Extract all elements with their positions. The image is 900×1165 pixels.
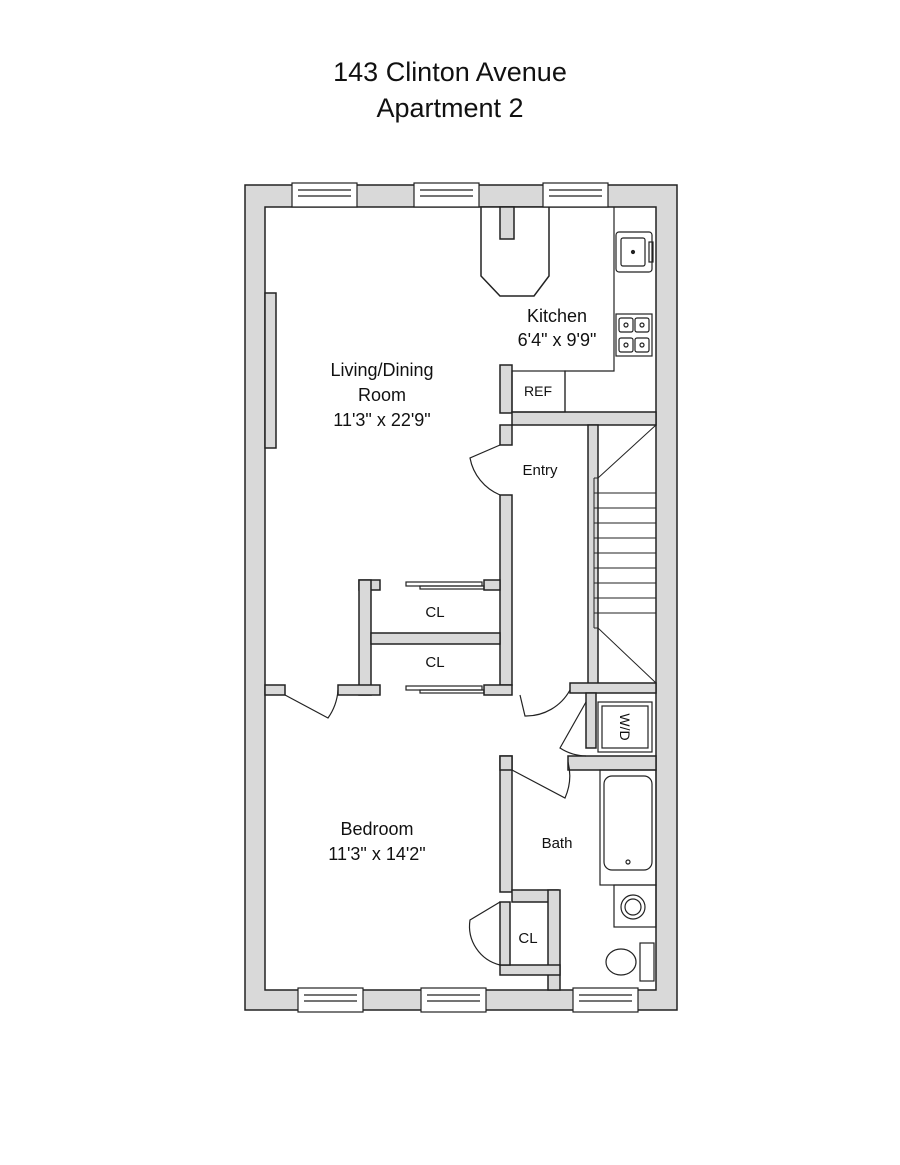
living-size: 11'3" x 22'9"	[333, 410, 430, 430]
walls	[244, 184, 678, 1011]
bath-north-wall	[567, 755, 657, 771]
refrigerator	[511, 370, 566, 413]
bathtub-icon	[599, 769, 657, 886]
living-label-line2: Room	[358, 385, 406, 405]
bedroom-wall-left	[264, 684, 286, 696]
toilet-tank	[639, 942, 655, 982]
entry-door	[469, 444, 501, 496]
toilet-icon	[605, 948, 637, 976]
living-label-line1: Living/Dining	[330, 360, 433, 380]
window	[542, 182, 609, 208]
wd-label: W/D	[617, 713, 633, 740]
entry-wall-upper	[499, 424, 513, 446]
bath-fixtures	[597, 701, 657, 982]
bedroom-size: 11'3" x 14'2"	[328, 844, 425, 864]
kitchen-sink-icon	[615, 231, 653, 273]
staircase	[593, 424, 657, 684]
chimney-breast	[480, 206, 550, 297]
bedroom-door	[284, 689, 339, 719]
bath-corner	[499, 755, 513, 771]
window	[420, 987, 487, 1013]
bedroom-closet-label: CL	[518, 930, 537, 947]
windows	[291, 182, 639, 1013]
doors	[284, 444, 587, 966]
kitchen-south-wall	[511, 411, 657, 426]
wall-pier	[264, 292, 277, 449]
plan-title-unit: Apartment 2	[376, 93, 524, 123]
kitchen-fixtures	[511, 207, 654, 413]
washer-dryer-icon	[597, 701, 653, 753]
ref-label: REF	[524, 383, 552, 399]
wd-wall	[585, 692, 597, 749]
kitchen-label: Kitchen	[527, 306, 587, 326]
stair-south-wall	[569, 682, 657, 694]
kitchen-partition	[499, 364, 513, 414]
bedroom-label: Bedroom	[340, 819, 413, 839]
chimney-flue	[499, 206, 515, 240]
closet-jamb-top	[483, 579, 501, 591]
window	[413, 182, 480, 208]
bedroom-wall-mid	[337, 684, 381, 696]
plan-title-address: 143 Clinton Avenue	[333, 57, 567, 87]
entry-label: Entry	[522, 462, 558, 479]
stair-wall	[587, 424, 599, 686]
vanity	[613, 884, 657, 928]
window	[572, 987, 639, 1013]
closet-divider	[370, 632, 501, 645]
entry-hall-door	[519, 689, 571, 717]
bath-west-wall	[499, 755, 513, 893]
closet-upper-label: CL	[425, 604, 444, 621]
closet-jamb-bottom	[483, 684, 513, 696]
closet-wall-left	[358, 579, 372, 696]
entry-wall-lower	[499, 494, 513, 686]
stove-icon	[615, 313, 653, 357]
kitchen-size: 6'4" x 9'9"	[518, 330, 597, 350]
closet-lower-label: CL	[425, 654, 444, 671]
room-labels: Living/Dining Room 11'3" x 22'9" Kitchen…	[328, 306, 633, 947]
window	[291, 182, 358, 208]
bedroom-closet-door	[468, 901, 501, 966]
bath-door	[511, 761, 571, 799]
wd-door	[559, 701, 587, 757]
bath-sink-icon	[620, 894, 646, 920]
bath-label: Bath	[542, 835, 573, 852]
bedroom-closet-jamb	[499, 901, 511, 966]
bedroom-closet-bottom	[499, 964, 561, 976]
window	[297, 987, 364, 1013]
